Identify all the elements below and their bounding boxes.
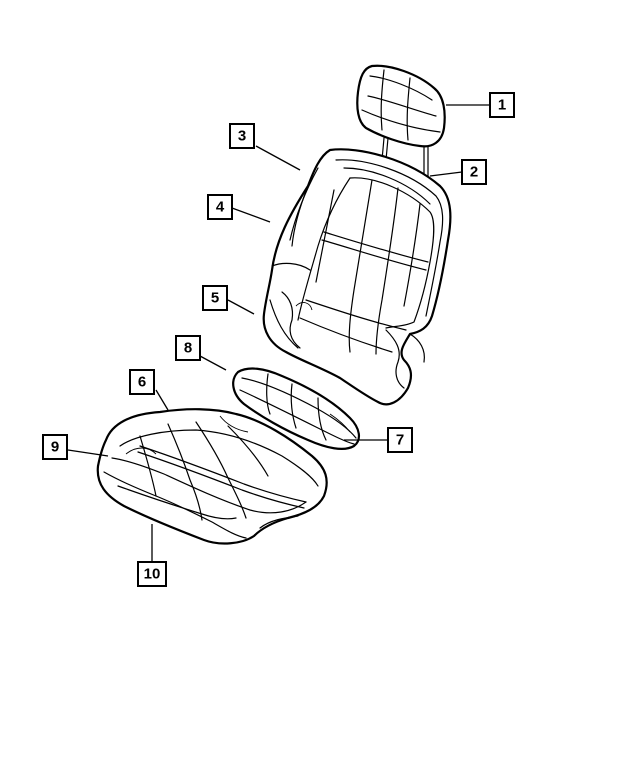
callout-1: 1: [489, 92, 515, 118]
callout-9: 9: [42, 434, 68, 460]
callout-label-7: 7: [396, 432, 404, 449]
leader-lines: [67, 104, 490, 562]
callout-7: 7: [387, 427, 413, 453]
callout-4: 4: [207, 194, 233, 220]
callout-label-10: 10: [144, 566, 161, 583]
leader-3: [255, 145, 301, 171]
callout-label-6: 6: [138, 374, 146, 391]
leader-6: [155, 389, 169, 411]
leader-2: [429, 171, 463, 177]
callout-10: 10: [137, 561, 167, 587]
callout-label-9: 9: [51, 439, 59, 456]
callout-label-2: 2: [470, 164, 478, 181]
leader-9: [67, 449, 109, 457]
callout-8: 8: [175, 335, 201, 361]
callout-label-1: 1: [498, 97, 506, 114]
callout-3: 3: [229, 123, 255, 149]
callout-2: 2: [461, 159, 487, 185]
headrest[interactable]: [356, 64, 446, 179]
seat-back[interactable]: [262, 148, 452, 406]
seat-cushion[interactable]: [96, 408, 328, 545]
callout-6: 6: [129, 369, 155, 395]
callout-label-5: 5: [211, 290, 219, 307]
callout-label-8: 8: [184, 340, 192, 357]
callout-5: 5: [202, 285, 228, 311]
cushion-bolster[interactable]: [232, 367, 360, 450]
leader-5: [227, 299, 255, 315]
callout-label-4: 4: [216, 199, 225, 216]
callout-label-3: 3: [238, 128, 246, 145]
leader-4: [231, 207, 271, 223]
leader-8: [199, 355, 227, 371]
